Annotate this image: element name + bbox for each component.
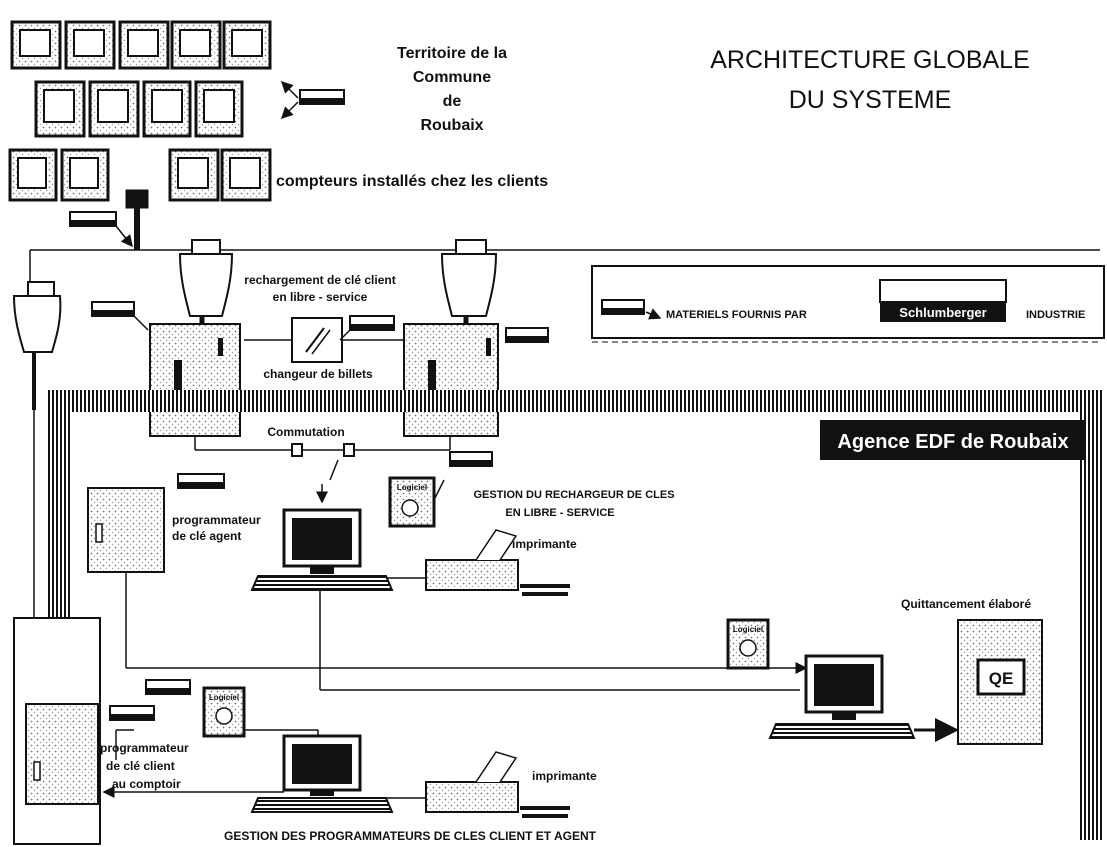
recharger-mgmt-line-1: GESTION DU RECHARGEUR DE CLES bbox=[473, 489, 674, 501]
recharge-label: rechargement de clé client en libre - se… bbox=[244, 273, 395, 304]
recharger-kiosk bbox=[403, 323, 499, 450]
client-programmer-line-2: de clé client bbox=[106, 759, 175, 773]
recharger-management-label: GESTION DU RECHARGEUR DE CLES EN LIBRE -… bbox=[473, 489, 674, 519]
client-programmer-line-3: au comptoir bbox=[112, 777, 181, 791]
client-programmer-line-1: programmateur bbox=[100, 741, 189, 755]
supplied-equipment-marker bbox=[449, 451, 493, 467]
software-disk: Logiciel bbox=[726, 618, 770, 670]
territory-label: Territoire de la Commune de Roubaix bbox=[397, 45, 507, 134]
supplied-equipment-marker bbox=[145, 679, 191, 695]
printer-label-2: imprimante bbox=[532, 769, 597, 783]
agent-programmer-line-2: de clé agent bbox=[172, 529, 241, 543]
recharger-mgmt-line-2: EN LIBRE - SERVICE bbox=[505, 507, 614, 519]
counter-cabinet bbox=[13, 617, 101, 845]
meter-grid bbox=[8, 20, 272, 202]
legend-box: MATERIELS FOURNIS PAR Schlumberger INDUS… bbox=[591, 265, 1105, 343]
legend-suffix: INDUSTRIE bbox=[1026, 309, 1085, 321]
software-label: Logiciel bbox=[397, 483, 427, 492]
recharger-kiosk bbox=[149, 323, 241, 450]
software-disk: Logiciel bbox=[202, 686, 246, 738]
printer-icon bbox=[386, 529, 570, 596]
legend-brand: Schlumberger bbox=[899, 305, 986, 320]
billing-document-code: QE bbox=[989, 669, 1014, 688]
bill-changer bbox=[244, 317, 404, 363]
connection-lines bbox=[33, 410, 959, 799]
agency-label: Agence EDF de Roubaix bbox=[837, 431, 1068, 453]
territory-line-1: Territoire de la bbox=[397, 45, 507, 62]
software-label: Logiciel bbox=[209, 693, 239, 702]
agent-programmer-line-1: programmateur bbox=[172, 513, 261, 527]
supplied-equipment-marker bbox=[505, 327, 549, 343]
agency-boundary: Agence EDF de Roubaix bbox=[48, 390, 1102, 840]
recharge-line-1: rechargement de clé client bbox=[244, 273, 395, 287]
printer-label-1: imprimante bbox=[512, 537, 577, 551]
bill-changer-label: changeur de billets bbox=[263, 367, 373, 381]
title-line-2: DU SYSTEME bbox=[789, 86, 952, 114]
hand-icon bbox=[12, 281, 62, 410]
territory-line-4: Roubaix bbox=[420, 117, 483, 134]
software-disk: Logiciel bbox=[388, 476, 445, 528]
supplied-equipment-marker bbox=[280, 80, 345, 120]
billing-label: Quittancement élaboré bbox=[901, 597, 1031, 611]
legend-text: MATERIELS FOURNIS PAR bbox=[666, 309, 807, 321]
territory-line-2: Commune bbox=[413, 69, 491, 86]
meters-label: compteurs installés chez les clients bbox=[276, 173, 548, 190]
switching-label: Commutation bbox=[267, 425, 344, 439]
programmers-management-label: GESTION DES PROGRAMMATEURS DE CLES CLIEN… bbox=[224, 829, 597, 843]
commutation-switch bbox=[195, 443, 450, 504]
computer-icon bbox=[768, 654, 916, 739]
supplied-equipment-marker bbox=[69, 211, 133, 248]
recharge-line-2: en libre - service bbox=[273, 290, 368, 304]
title-line-1: ARCHITECTURE GLOBALE bbox=[710, 46, 1030, 74]
supplied-equipment-marker bbox=[109, 705, 155, 721]
agent-key-programmer bbox=[87, 487, 165, 573]
territory-line-3: de bbox=[443, 93, 462, 110]
supplied-equipment-marker bbox=[91, 301, 149, 331]
software-label: Logiciel bbox=[733, 625, 763, 634]
supplied-equipment-marker bbox=[339, 315, 395, 341]
computer-icon bbox=[250, 508, 394, 591]
client-programmer-label: programmateur de clé client au comptoir bbox=[100, 741, 189, 791]
printer-icon bbox=[425, 751, 570, 818]
agent-programmer-label: programmateur de clé agent bbox=[172, 513, 261, 543]
diagram-title: ARCHITECTURE GLOBALE DU SYSTEME bbox=[710, 46, 1030, 114]
billing-document: QE bbox=[957, 619, 1043, 745]
computer-icon bbox=[250, 734, 394, 813]
supplied-equipment-marker bbox=[177, 473, 225, 489]
